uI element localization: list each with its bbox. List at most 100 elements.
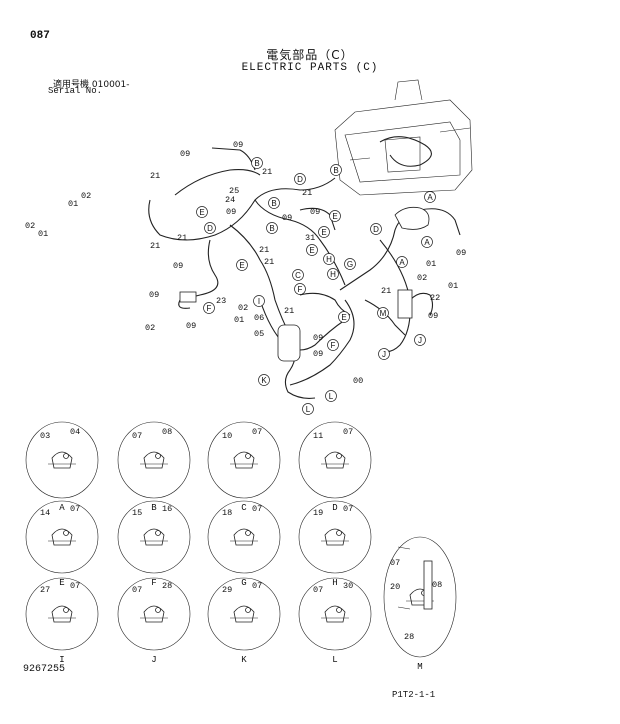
detail-caption: A xyxy=(59,503,65,513)
ref-letter-d: D xyxy=(294,173,306,185)
ref-letter-b: B xyxy=(268,197,280,209)
connector-block xyxy=(179,291,197,303)
detail-part-label: 28 xyxy=(162,581,172,591)
ref-letter-j: J xyxy=(378,348,390,360)
svg-text:B: B xyxy=(271,199,276,208)
detail-caption: G xyxy=(241,578,246,588)
machine-thumbnail xyxy=(334,79,473,196)
part-label: 01 xyxy=(426,259,436,269)
ref-letter-b: B xyxy=(330,164,342,176)
part-label: 05 xyxy=(254,329,264,339)
ref-letter-j: J xyxy=(414,334,426,346)
svg-text:A: A xyxy=(424,238,430,247)
part-label: 09 xyxy=(310,207,320,217)
part-label: 01 xyxy=(38,229,48,239)
detail-part-label: 18 xyxy=(222,508,232,518)
detail-part-label: 19 xyxy=(313,508,323,518)
svg-text:A: A xyxy=(399,258,405,267)
svg-text:E: E xyxy=(239,261,244,270)
ref-letter-l: L xyxy=(325,390,337,402)
part-label: 21 xyxy=(177,233,187,243)
detail-part-label: 29 xyxy=(222,585,232,595)
svg-text:E: E xyxy=(321,228,326,237)
page-number: 087 xyxy=(30,30,50,42)
ref-letter-e: E xyxy=(236,259,248,271)
part-label: 21 xyxy=(264,257,274,267)
svg-text:M: M xyxy=(380,309,387,318)
detail-part-label: 07 xyxy=(252,581,262,591)
ref-letter-m: M xyxy=(377,307,389,319)
detail-caption: E xyxy=(59,578,64,588)
detail-part-label: 07 xyxy=(390,558,400,568)
part-label: 21 xyxy=(284,306,294,316)
ref-letter-g: G xyxy=(344,258,356,270)
part-label: 09 xyxy=(186,321,196,331)
detail-part-label: 04 xyxy=(70,427,80,437)
ref-letter-e: E xyxy=(318,226,330,238)
svg-text:I: I xyxy=(258,297,260,306)
part-label: 02 xyxy=(417,273,427,283)
svg-text:H: H xyxy=(330,270,336,279)
detail-part-label: 14 xyxy=(40,508,50,518)
detail-part-label: 27 xyxy=(40,585,50,595)
part-label: 22 xyxy=(430,293,440,303)
main-view-labels: 0909212125242109210931212109210902010201… xyxy=(25,140,466,386)
ref-letter-f: F xyxy=(327,339,339,351)
detail-j: J 07 28 xyxy=(117,577,191,665)
detail-caption: M xyxy=(417,662,422,672)
detail-part-label: 16 xyxy=(162,504,172,514)
part-label: 21 xyxy=(262,167,272,177)
document-number: 9267255 xyxy=(23,664,66,675)
svg-text:L: L xyxy=(306,405,311,414)
ref-letter-b: B xyxy=(266,222,278,234)
part-label: 02 xyxy=(145,323,155,333)
ref-letter-a: A xyxy=(396,256,408,268)
serial-label-jp-text: 適用号機 xyxy=(53,80,90,90)
part-label: 00 xyxy=(353,376,363,386)
part-label: 09 xyxy=(149,290,159,300)
svg-text:E: E xyxy=(332,212,337,221)
ref-letter-a: A xyxy=(421,236,433,248)
svg-text:F: F xyxy=(298,285,303,294)
detail-g: G 18 07 xyxy=(207,500,281,588)
part-label: 09 xyxy=(428,311,438,321)
ref-letter-h: H xyxy=(323,253,335,265)
detail-caption: H xyxy=(332,578,337,588)
ref-letter-l: L xyxy=(302,403,314,415)
detail-part-label: 07 xyxy=(343,504,353,514)
ref-letter-e: E xyxy=(196,206,208,218)
detail-caption: B xyxy=(151,503,157,513)
ref-letter-k: K xyxy=(258,374,270,386)
svg-text:C: C xyxy=(295,271,301,280)
part-label: 21 xyxy=(381,286,391,296)
svg-text:B: B xyxy=(254,159,259,168)
detail-part-label: 28 xyxy=(404,632,414,642)
ref-letter-f: F xyxy=(294,283,306,295)
fuse-block xyxy=(397,289,413,319)
detail-h: H 19 07 xyxy=(298,500,372,588)
detail-part-label: 07 xyxy=(132,585,142,595)
page-reference: P1T2-1-1 xyxy=(392,690,436,700)
svg-text:J: J xyxy=(418,336,422,345)
detail-part-label: 03 xyxy=(40,431,50,441)
page-title-japanese: 電気部品（C） xyxy=(266,48,354,62)
svg-text:D: D xyxy=(207,224,213,233)
detail-caption: J xyxy=(151,655,156,665)
relay-box xyxy=(277,324,301,362)
part-label: 21 xyxy=(259,245,269,255)
detail-part-label: 07 xyxy=(252,427,262,437)
ref-letter-e: E xyxy=(306,244,318,256)
detail-caption: D xyxy=(332,503,337,513)
part-label: 09 xyxy=(313,333,323,343)
detail-caption: F xyxy=(151,578,156,588)
svg-text:J: J xyxy=(382,350,386,359)
